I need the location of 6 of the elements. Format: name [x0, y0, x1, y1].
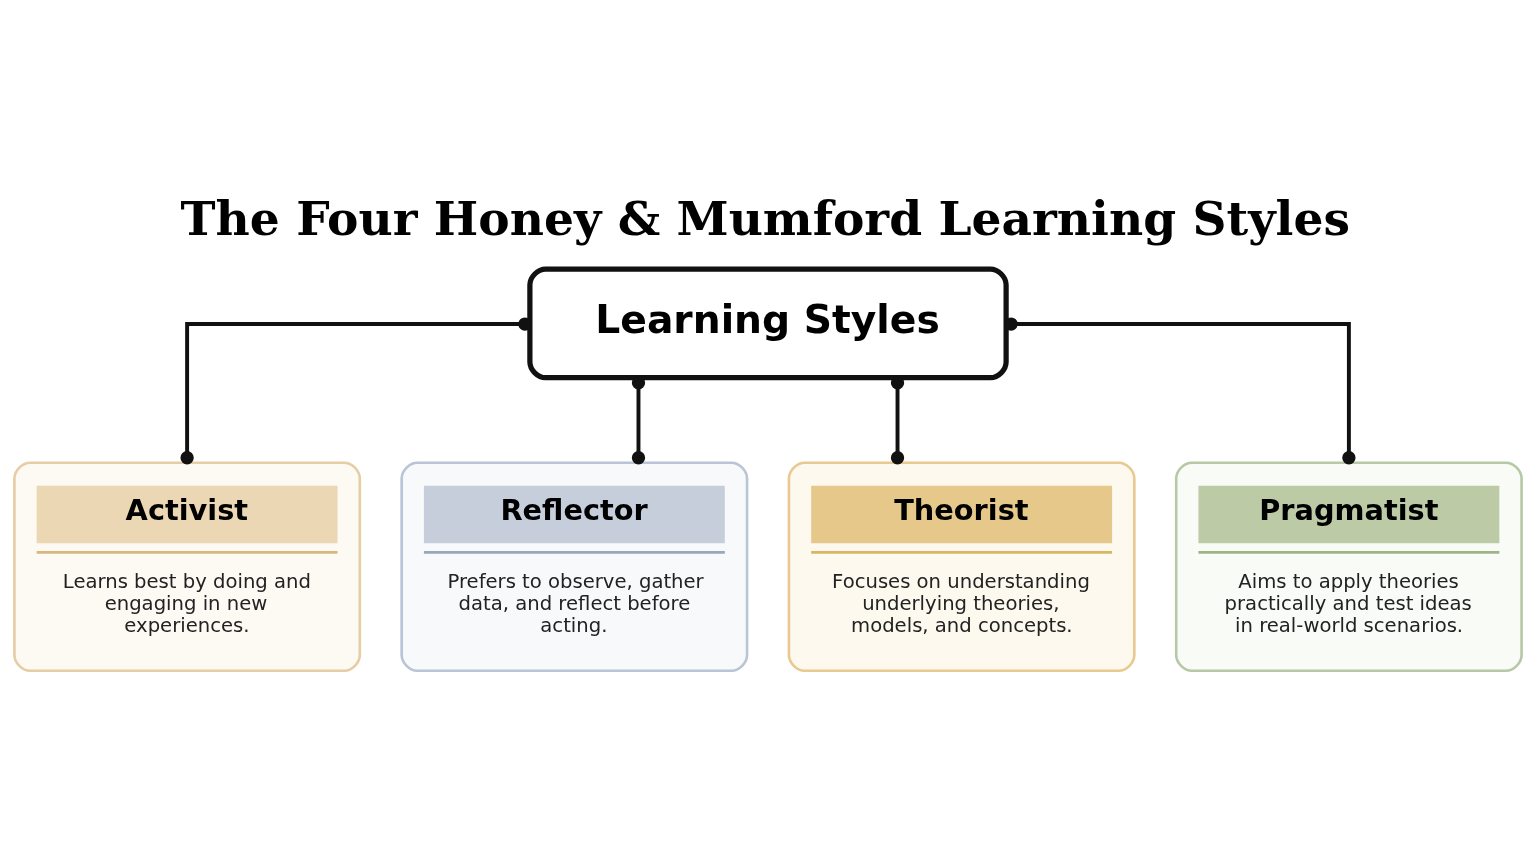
node-box: Reflector Prefers to observe, gather data, and reflect before acting. [400, 461, 749, 673]
diagram-title: The Four Honey & Mumford Learning Styles [180, 190, 1350, 246]
node-box: Activist Learns best by doing and engaging in new experiences. [13, 461, 362, 673]
node-box: Theorist Focuses on understanding underlying theories, models, and concepts. [787, 461, 1136, 673]
node-box: Pragmatist Aims to apply theories practically and test ideas in real-world scenarios. [1174, 461, 1523, 673]
node-box: Learning Styles [527, 266, 1009, 381]
